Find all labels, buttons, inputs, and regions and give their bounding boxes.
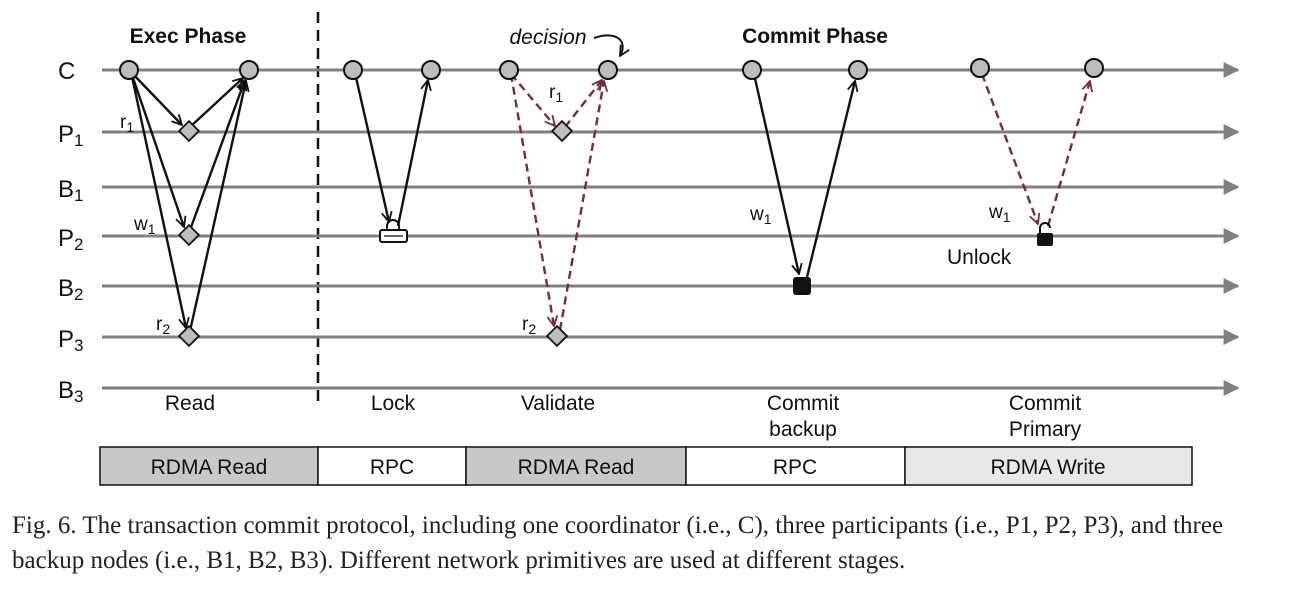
- node-c-commit-primary-end: [1084, 58, 1104, 78]
- node-label-c: C: [58, 58, 75, 85]
- arrow-p1-to-c-validate: [564, 80, 602, 128]
- exec-phase-title: Exec Phase: [130, 25, 247, 48]
- arrow-p3-to-c-read: [188, 81, 246, 332]
- commit-protocol-diagram: Exec Phase Commit Phase decision C P1 B1…: [58, 12, 1240, 486]
- op-label-r1: r1: [120, 112, 134, 135]
- node-label-b2: B2: [58, 275, 83, 304]
- op-label-w1: w1: [133, 214, 156, 237]
- node-label-p2: P2: [58, 225, 83, 254]
- arrow-p3-to-c-validate: [558, 81, 604, 331]
- stage-label-validate: Validate: [521, 392, 595, 415]
- arrow-c-to-p1-validate: [510, 73, 555, 126]
- node-c-commit-primary-start: [970, 58, 990, 78]
- square-b2-commit: [793, 277, 811, 295]
- commit-primary-arrows: [980, 73, 1090, 227]
- node-c-read-end: [239, 60, 259, 80]
- commit-backup-arrows: [752, 73, 855, 278]
- node-label-p3: P3: [58, 326, 83, 355]
- op-label-r1-validate: r1: [549, 82, 563, 105]
- stage-label-commit-primary-1: Commit: [1009, 392, 1081, 415]
- stage-label-lock: Lock: [371, 392, 416, 415]
- unlock-label: Unlock: [947, 246, 1012, 269]
- primitive-cell-rdma-write: [904, 446, 1193, 486]
- primitive-label-rpc-1: RPC: [370, 456, 414, 479]
- arrow-c-to-p3-validate: [509, 73, 554, 326]
- lock-icon: [379, 219, 408, 243]
- arrow-c-to-p2-read: [129, 71, 184, 227]
- primitive-label-rdma-read-1: RDMA Read: [151, 456, 268, 479]
- arrow-p2-to-c-lock: [396, 80, 428, 227]
- unlock-icon: [1037, 222, 1053, 246]
- primitive-bar: RDMA Read RPC RDMA Read RPC RDMA Write: [99, 446, 1193, 486]
- diamond-p1-read: [177, 119, 201, 143]
- node-c-commit-backup-end: [848, 60, 868, 80]
- decision-label: decision: [509, 26, 586, 49]
- arrow-c-to-p1-read: [130, 71, 182, 125]
- arrow-c-to-b2-commit: [752, 73, 799, 274]
- read-stage-arrows: [129, 71, 246, 332]
- arrow-p1-to-c-read: [189, 78, 243, 128]
- commit-phase-title: Commit Phase: [742, 25, 888, 48]
- stage-label-commit-backup-1: Commit: [767, 392, 839, 415]
- figure-caption: Fig. 6. The transaction commit protocol,…: [12, 512, 1224, 574]
- decision-curved-arrow: [593, 34, 623, 56]
- timelines: [102, 62, 1240, 396]
- arrow-c-to-p2-primary: [980, 73, 1038, 224]
- op-label-r2-validate: r2: [522, 314, 536, 337]
- arrow-p2-to-c-primary: [1046, 81, 1090, 227]
- validate-stage-arrows: [509, 73, 604, 331]
- primitive-label-rdma-write: RDMA Write: [990, 456, 1105, 479]
- arrow-c-to-p3-read: [129, 71, 186, 328]
- arrow-b2-to-c-commit: [805, 81, 855, 278]
- node-label-b1: B1: [58, 176, 83, 205]
- arrow-p2-to-c-read: [188, 80, 245, 231]
- diamond-p3-validate: [545, 324, 569, 348]
- diamond-p3-read: [177, 324, 201, 348]
- node-c-lock-end: [421, 60, 441, 80]
- op-label-r2: r2: [156, 314, 170, 337]
- diamond-p1-validate: [550, 119, 574, 143]
- node-c-read-start: [119, 60, 139, 80]
- node-c-validate-start: [499, 60, 519, 80]
- op-label-w1-commit-primary: w1: [988, 202, 1011, 225]
- stage-label-read: Read: [165, 392, 215, 415]
- node-c-commit-backup-start: [742, 60, 762, 80]
- stage-label-commit-primary-2: Primary: [1009, 418, 1082, 441]
- primitive-label-rpc-2: RPC: [773, 456, 817, 479]
- op-label-w1-commit-backup: w1: [749, 204, 772, 227]
- diamond-p2-read: [177, 223, 201, 247]
- stage-label-commit-backup-2: backup: [769, 418, 837, 441]
- node-c-validate-end: [598, 60, 618, 80]
- node-label-b3: B3: [58, 377, 83, 406]
- primitive-label-rdma-read-2: RDMA Read: [518, 456, 635, 479]
- node-label-p1: P1: [58, 121, 83, 150]
- node-c-lock-start: [343, 60, 363, 80]
- lock-stage-arrows: [353, 72, 428, 227]
- arrow-c-to-p2-lock: [353, 72, 389, 222]
